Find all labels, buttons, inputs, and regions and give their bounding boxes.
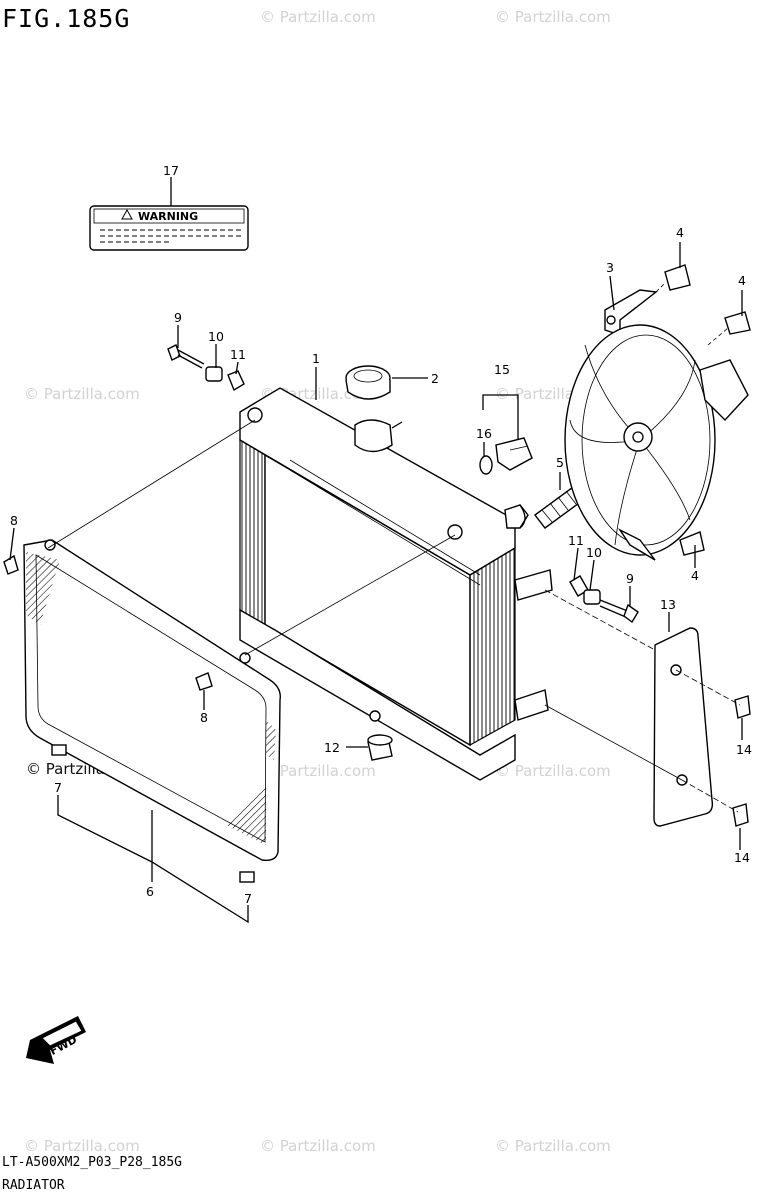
callout-17: 17 <box>163 163 179 178</box>
figure-title: FIG.185G <box>2 4 131 33</box>
radiator-bracket <box>514 569 553 721</box>
watermark: © Partzilla.com <box>24 1137 140 1155</box>
callout-16: 16 <box>476 426 492 441</box>
callout-15: 15 <box>494 362 510 377</box>
callout-4: 4 <box>676 225 684 240</box>
callout-11: 11 <box>230 347 246 362</box>
radiator-cap <box>345 365 391 400</box>
watermark: © Partzilla.com <box>495 762 611 780</box>
callout-4: 4 <box>691 568 699 583</box>
callout-2: 2 <box>431 371 439 386</box>
callout-12: 12 <box>324 740 340 755</box>
radiator-core <box>239 387 529 781</box>
callout-8: 8 <box>200 710 208 725</box>
warning-label-text: WARNING <box>138 210 198 223</box>
figure-name: RADIATOR <box>2 1178 65 1193</box>
callout-6: 6 <box>146 884 154 899</box>
callout-7: 7 <box>54 780 62 795</box>
callout-9: 9 <box>174 310 182 325</box>
callout-1: 1 <box>312 351 320 366</box>
callout-5: 5 <box>556 455 564 470</box>
side-cover-plate <box>653 627 714 827</box>
fasteners <box>3 264 751 827</box>
callout-numbers: 17 1 2 3 4 4 4 5 6 7 7 8 8 9 9 10 10 11 … <box>10 163 752 906</box>
watermark: © Partzilla.com <box>260 762 376 780</box>
watermark: © Partzilla.com <box>495 8 611 26</box>
fwd-arrow-icon: FWD <box>26 1016 86 1064</box>
callout-9: 9 <box>626 571 634 586</box>
callout-7: 7 <box>244 891 252 906</box>
callout-10: 10 <box>586 545 602 560</box>
watermark: © Partzilla.com <box>260 1137 376 1155</box>
callout-4: 4 <box>738 273 746 288</box>
watermark: © Partzilla.com <box>260 8 376 26</box>
radiator-guard <box>23 539 281 883</box>
callout-10: 10 <box>208 329 224 344</box>
callout-13: 13 <box>660 597 676 612</box>
cooling-fan <box>564 289 749 561</box>
thermo-switch <box>479 437 533 475</box>
leader-lines <box>9 177 743 924</box>
figure-code: LT-A500XM2_P03_P28_185G <box>2 1155 183 1170</box>
callout-14: 14 <box>736 742 752 757</box>
callout-14: 14 <box>734 850 750 865</box>
watermark: © Partzilla.com <box>24 385 140 403</box>
watermark: © Partzilla.com <box>495 1137 611 1155</box>
callout-8: 8 <box>10 513 18 528</box>
callout-3: 3 <box>606 260 614 275</box>
warning-label: WARNING <box>89 205 249 251</box>
callout-11: 11 <box>568 533 584 548</box>
